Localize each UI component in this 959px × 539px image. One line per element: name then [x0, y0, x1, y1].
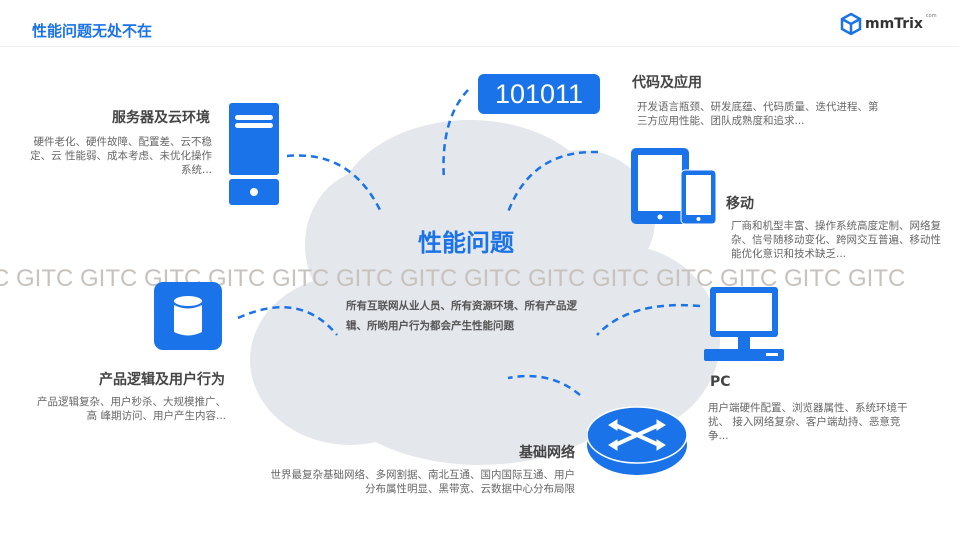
arrow-pc	[596, 303, 701, 336]
database-icon	[154, 282, 222, 350]
product-desc: 产品逻辑复杂、用户秒杀、大规模推广、高 峰期访问、用户产生内容...	[37, 396, 226, 422]
mobile-title: 移动	[726, 196, 754, 212]
arrow-server	[286, 154, 382, 211]
server-desc: 硬件老化、硬件故障、配置差、云不稳定、云 性能弱、成本考虑、未优化操作系统...	[30, 136, 212, 176]
network-title: 基础网络	[519, 445, 575, 461]
network-switch-icon	[587, 406, 687, 475]
logo-text: mmTrix	[865, 16, 923, 32]
mobile-desc: 厂商和机型丰富、操作系统高度定制、网络复杂、信号随移动变化、跨网交互普遍、移动性…	[731, 220, 941, 260]
logo-suffix: com	[925, 13, 937, 19]
code-title: 代码及应用	[632, 75, 702, 91]
arrow-product	[237, 306, 338, 336]
tablet-phone-icon	[631, 148, 717, 225]
header-divider	[0, 46, 959, 47]
product-title: 产品逻辑及用户行为	[99, 372, 225, 388]
pc-desc: 用户端硬件配置、浏览器属性、系统环境干扰、 接入网络复杂、客户端劫持、恶意竞争.…	[708, 402, 908, 442]
arrow-mobile	[505, 150, 599, 216]
server-title: 服务器及云环境	[112, 110, 210, 126]
network-desc: 世界最复杂基础网络、多网割据、南北互通、国内国际互通、用户分布属性明显、黑带宽、…	[270, 469, 576, 495]
code-desc: 开发语言瓶颈、研发底蕴、代码质量、迭代进程、第三方应用性能、团队成熟度和追求..…	[637, 101, 879, 127]
pc-monitor-icon	[704, 287, 784, 361]
arrow-network	[507, 374, 581, 396]
cube-logo-icon	[840, 12, 862, 36]
server-icon	[229, 103, 279, 205]
page-title: 性能问题无处不在	[32, 22, 153, 40]
center-title: 性能问题	[418, 229, 514, 257]
pc-title: PC	[710, 374, 731, 390]
code-badge: 101011	[478, 74, 600, 114]
arrow-code	[442, 89, 469, 181]
center-desc: 所有互联网从业人员、所有资源环境、所有产品逻辑、所哟用户行为都会产生性能问题	[346, 300, 577, 332]
